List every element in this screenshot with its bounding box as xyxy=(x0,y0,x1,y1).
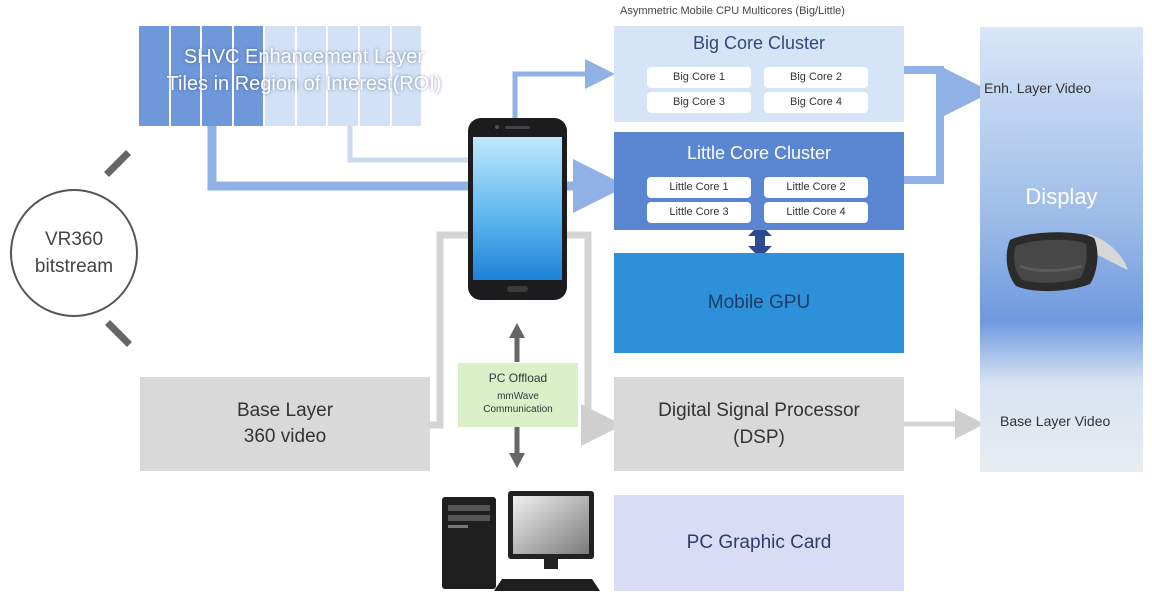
roi-tile xyxy=(359,26,390,126)
roi-tile xyxy=(296,26,327,126)
enhancement-layer-title: SHVC Enhancement Layer Tiles in Region o… xyxy=(139,44,469,98)
dsp-line2: (DSP) xyxy=(733,427,785,448)
pc-graphic-label: PC Graphic Card xyxy=(686,532,832,553)
roi-tile xyxy=(391,26,422,126)
big-core-1: Big Core 1 xyxy=(647,67,751,88)
little-cluster-title: Little Core Cluster xyxy=(686,143,832,163)
base-layer-video-label: Base Layer Video xyxy=(1000,413,1111,429)
big-core-2: Big Core 2 xyxy=(764,67,868,88)
roi-tile xyxy=(328,26,358,126)
little-core-4: Little Core 4 xyxy=(764,202,868,223)
roi-tiles xyxy=(139,26,423,126)
dsp-line1: Digital Signal Processor xyxy=(658,400,860,421)
cpu-gpu-link-icon xyxy=(748,224,772,258)
offload-line1: PC Offload xyxy=(488,371,548,385)
little-core-3: Little Core 3 xyxy=(647,202,751,223)
base-layer-line2: 360 video xyxy=(243,426,327,447)
roi-tile xyxy=(170,26,201,126)
input-line1: VR360 xyxy=(44,229,104,250)
base-layer-box: Base Layer 360 video xyxy=(140,377,430,471)
dsp-box: Digital Signal Processor (DSP) xyxy=(614,377,904,471)
offload-link-icon xyxy=(509,323,525,468)
enhancement-layer-line1: SHVC Enhancement Layer xyxy=(183,46,425,68)
smartphone-icon xyxy=(468,118,567,300)
little-core-1: Little Core 1 xyxy=(647,177,751,198)
roi-tile xyxy=(265,26,295,126)
enh-layer-video-label: Enh. Layer Video xyxy=(984,80,1092,96)
pc-graphic-card-box: PC Graphic Card xyxy=(614,495,904,591)
enhancement-layer-line2: Tiles in Region of Interest(ROI) xyxy=(166,73,442,95)
cpu-title: Asymmetric Mobile CPU Multicores (Big/Li… xyxy=(620,5,845,17)
vr-headset-icon xyxy=(1006,232,1128,292)
roi-tile xyxy=(202,26,232,126)
big-cluster-title: Big Core Cluster xyxy=(692,33,826,53)
chevron-arrow-icon xyxy=(104,150,132,347)
base-layer-line1: Base Layer xyxy=(236,400,334,421)
offload-line3: Communication xyxy=(483,404,553,415)
big-core-cluster: Big Core Cluster Big Core 1 Big Core 2 B… xyxy=(614,26,904,122)
vr360-bitstream-node: VR360 bitstream xyxy=(10,189,138,317)
input-line2: bitstream xyxy=(34,256,114,277)
little-core-cluster: Little Core Cluster Little Core 1 Little… xyxy=(614,132,904,230)
big-core-3: Big Core 3 xyxy=(647,92,751,113)
big-core-4: Big Core 4 xyxy=(764,92,868,113)
gpu-label: Mobile GPU xyxy=(707,292,811,313)
roi-tile xyxy=(233,26,264,126)
offload-line2: mmWave xyxy=(497,391,539,402)
pc-offload-box: PC Offload mmWave Communication xyxy=(458,363,578,427)
mobile-gpu-box: Mobile GPU xyxy=(614,253,904,353)
display-label: Display xyxy=(1025,184,1098,209)
roi-tile xyxy=(139,26,169,126)
desktop-pc-icon xyxy=(442,491,600,591)
little-core-2: Little Core 2 xyxy=(764,177,868,198)
